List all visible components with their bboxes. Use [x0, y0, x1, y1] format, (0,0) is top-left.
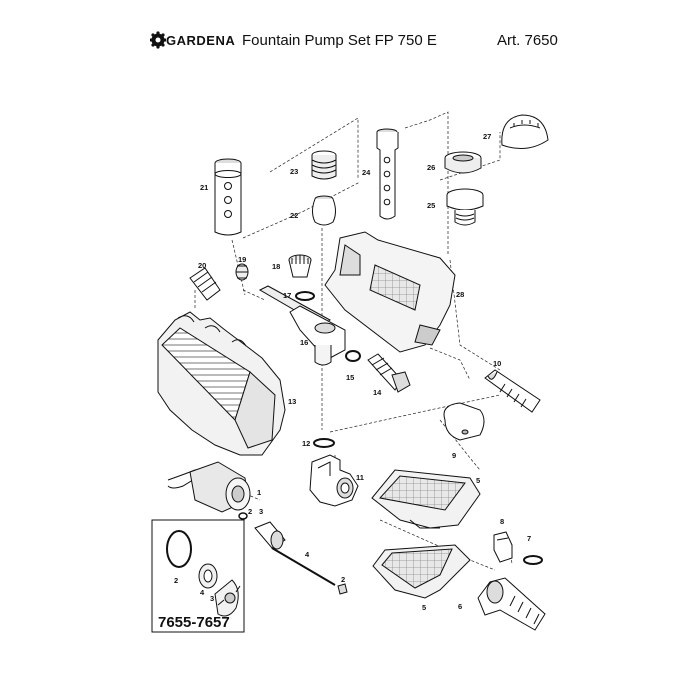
part-2-bearing-cap — [337, 583, 348, 595]
callout-13: 13 — [288, 397, 296, 406]
part-8-clip — [493, 531, 513, 563]
callout-14: 14 — [373, 388, 382, 397]
callout-6: 6 — [458, 602, 462, 611]
part-18-nozzle-insert — [288, 254, 312, 278]
part-5-base-plate — [372, 544, 471, 599]
callout-18: 18 — [272, 262, 280, 271]
part-23-threaded-nut — [311, 150, 337, 180]
part-26-adapter-ring — [444, 151, 482, 174]
callout-10: 10 — [493, 359, 501, 368]
part-1-motor — [167, 461, 251, 513]
callout-28: 28 — [456, 290, 464, 299]
part-27-bell-dome — [501, 114, 549, 150]
part-28-housing-cover — [324, 231, 456, 353]
callout-7: 7 — [527, 534, 531, 543]
part-22-nozzle-cap — [312, 195, 336, 226]
page-header: GARDENA Fountain Pump Set FP 750 E Art. … — [0, 0, 700, 60]
callout-22: 22 — [290, 211, 298, 220]
part-24-riser-tube — [376, 128, 399, 220]
part-3-impeller — [254, 521, 286, 550]
part-10-outlet-connector — [484, 369, 541, 413]
part-21-filter-tube — [214, 158, 242, 236]
kit-part-2-o-ring — [166, 530, 192, 568]
article-number: Art. 7650 — [497, 32, 558, 49]
callout-16: 16 — [300, 338, 308, 347]
callout-4: 4 — [305, 550, 310, 559]
callout-9: 9 — [452, 451, 456, 460]
callout-19: 19 — [238, 255, 246, 264]
part-25-connector — [446, 188, 484, 226]
callout-21: 21 — [200, 183, 208, 192]
callout-11: 11 — [356, 473, 364, 482]
callout-5-upper: 5 — [476, 476, 480, 485]
part-9-cover-plate — [443, 402, 485, 441]
part-2-o-ring — [238, 512, 248, 520]
callout-17: 17 — [283, 291, 291, 300]
part-4-shaft — [271, 547, 336, 586]
part-11-volute — [309, 454, 359, 507]
kit-callout-3: 3 — [210, 594, 214, 603]
callout-5-base: 5 — [422, 603, 426, 612]
kit-callout-2: 2 — [174, 576, 178, 585]
callout-1: 1 — [257, 488, 261, 497]
part-callouts: 21 23 22 24 27 26 25 28 18 19 20 17 16 1… — [174, 132, 531, 612]
callout-24: 24 — [362, 168, 371, 177]
part-6-outlet-elbow — [477, 577, 546, 631]
callout-2-motor: 2 — [248, 507, 252, 516]
callout-25: 25 — [427, 201, 435, 210]
kit-contents — [166, 530, 241, 617]
callout-23: 23 — [290, 167, 298, 176]
callout-3: 3 — [259, 507, 263, 516]
part-17-o-ring — [295, 291, 315, 301]
part-5-upper-housing — [371, 469, 481, 529]
callout-8: 8 — [500, 517, 504, 526]
part-16-t-fitting — [258, 285, 346, 366]
gardena-flower-logo-icon — [150, 31, 166, 49]
part-7-o-ring — [523, 555, 543, 565]
callout-15: 15 — [346, 373, 354, 382]
spare-kit-box — [151, 519, 245, 633]
page-title: Fountain Pump Set FP 750 E — [242, 32, 437, 49]
part-14-valve — [367, 353, 411, 393]
part-13-pump-housing — [157, 311, 286, 456]
callout-12: 12 — [302, 439, 310, 448]
callout-26: 26 — [427, 163, 435, 172]
kit-callout-4: 4 — [200, 588, 205, 597]
brand-name: GARDENA — [166, 33, 236, 48]
part-12-o-ring — [313, 438, 335, 448]
part-20-hose-connector — [189, 267, 221, 301]
callout-27: 27 — [483, 132, 491, 141]
callout-2-shaft: 2 — [341, 575, 345, 584]
part-19-nut — [235, 263, 249, 281]
part-15-o-ring — [345, 350, 361, 362]
callout-20: 20 — [198, 261, 206, 270]
spare-kit-number: 7655-7657 — [158, 614, 230, 631]
